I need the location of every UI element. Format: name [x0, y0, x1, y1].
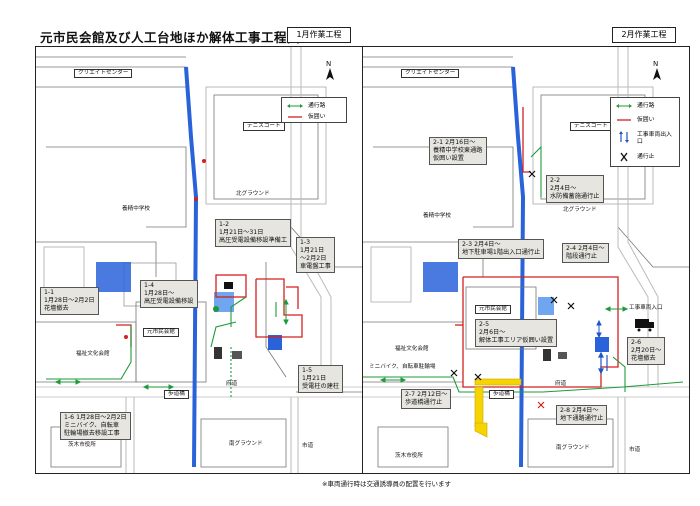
right-building-shimin-kaikan — [465, 286, 537, 350]
right-label-create-center: クリエイトセンター — [401, 69, 460, 78]
right-river — [511, 66, 526, 468]
left-red-enclosure-2 — [255, 278, 303, 338]
left-label-north-ground: 北グラウンド — [236, 191, 270, 197]
right-water-patch-3 — [538, 297, 554, 315]
right-water-patch-2 — [595, 337, 609, 352]
left-label-fukushi: 福祉文化会館 — [76, 351, 110, 357]
left-south-ground — [200, 418, 287, 468]
left-green-route-2 — [230, 296, 247, 327]
right-label-city-hall: 茨木市役所 — [395, 453, 423, 459]
right-green-route-east — [530, 145, 542, 197]
left-red-enclosure-3 — [116, 324, 132, 347]
right-north-arrow-icon: N — [649, 59, 665, 81]
left-red-enclosure-1 — [215, 274, 247, 298]
right-callout-2-7: 2-7 2月12日～歩道橋通行止 — [401, 389, 452, 409]
right-legend-row-vehicle-gate: 工事車両出入口 — [611, 130, 679, 146]
right-water-patch-1 — [423, 262, 458, 292]
left-label-yoshiki-jhs: 養精中学校 — [122, 206, 150, 212]
right-label-fudo: 府道 — [555, 381, 567, 387]
left-water-patch-2 — [268, 335, 282, 350]
right-south-ground — [527, 418, 614, 468]
svg-text:N: N — [653, 60, 658, 68]
right-city-hall — [377, 426, 449, 468]
left-callout-1-6: 1-6 1月28日～2月2日ミニバイク、自転車駐輪場撤去移設工事 — [60, 412, 131, 440]
left-tennis-court — [213, 94, 319, 200]
right-red-fence-east-path — [522, 107, 531, 173]
right-label-tennis-court: テニスコート — [570, 122, 612, 131]
right-truck-icon — [635, 319, 654, 332]
right-label-north-ground: 北グラウンド — [563, 207, 597, 213]
right-label-vehicle-gate: 工事車両入口 — [629, 305, 663, 311]
right-legend: 通行路 仮囲い 工事車両出入口 通行止 — [610, 97, 680, 167]
footnote: ※車両通行時は交通誘導員の配置を行います — [322, 480, 451, 488]
right-legend-row-route: 通行路 — [611, 101, 679, 111]
left-equipment-1 — [224, 282, 233, 289]
svg-text:N: N — [326, 60, 331, 68]
right-map-panel: クリエイトセンター テニスコート 北グラウンド 養精中学校 元市民会館 福祉文化… — [362, 46, 690, 474]
left-label-create-center: クリエイトセンター — [74, 69, 133, 78]
left-label-shimin-kaikan: 元市民会館 — [143, 328, 179, 337]
right-legend-row-fence: 仮囲い — [617, 117, 655, 123]
left-legend-row-fence: 仮囲い — [288, 114, 326, 120]
right-callout-2-1: 2-1 2月16日～養精中学校東通路仮囲い設置 — [429, 137, 487, 165]
right-month-label: 2月作業工程 — [612, 27, 676, 43]
right-legend-row-closed: 通行止 — [611, 152, 679, 162]
left-label-fudo: 府道 — [226, 381, 238, 387]
left-label-tennis-court: テニスコート — [243, 122, 285, 131]
right-label-south-ground: 南グラウンド — [556, 445, 590, 451]
right-label-bike-parking: ミニバイク、自転車駐輪場 — [369, 364, 436, 370]
right-label-shido: 市道 — [629, 447, 641, 453]
right-label-hodokyo: 歩道橋 — [489, 390, 514, 399]
left-label-south-ground: 南グラウンド — [229, 441, 263, 447]
left-equipment-2 — [214, 347, 222, 359]
right-label-yoshiki-jhs: 養精中学校 — [423, 213, 451, 219]
left-map-panel: クリエイトセンター テニスコート 北グラウンド 養精中学校 元市民会館 福祉文化… — [35, 46, 363, 474]
right-label-shimin-kaikan: 元市民会館 — [475, 305, 511, 314]
right-label-fukushi: 福祉文化会館 — [395, 346, 429, 352]
right-closure-marks — [450, 170, 575, 381]
right-map-drawing — [363, 47, 689, 473]
right-callout-2-4: 2-4 2月4日～階段通行止 — [562, 243, 609, 263]
left-water-patch-1 — [96, 262, 131, 292]
right-callout-2-8: 2-8 2月4日～地下通路通行止 — [556, 405, 608, 425]
page-title: 元市民会館及び人工台地ほか解体工事工程図 — [40, 30, 301, 45]
right-yellow-bridge-band — [474, 378, 522, 386]
left-green-route-1 — [46, 325, 132, 380]
left-label-shido: 市道 — [302, 443, 314, 449]
left-river — [184, 66, 199, 468]
right-callout-2-3: 2-3 2月4日～地下駐車場1階出入口通行止 — [458, 239, 545, 259]
left-legend-row-route: 通行路 — [282, 101, 346, 111]
left-legend: 通行路 仮囲い — [281, 97, 347, 123]
left-north-arrow-icon: N — [322, 59, 338, 81]
left-month-label: 1月作業工程 — [287, 27, 351, 43]
left-label-hodokyo: 歩道橋 — [164, 390, 189, 399]
left-label-city-hall: 茨木市役所 — [68, 442, 96, 448]
